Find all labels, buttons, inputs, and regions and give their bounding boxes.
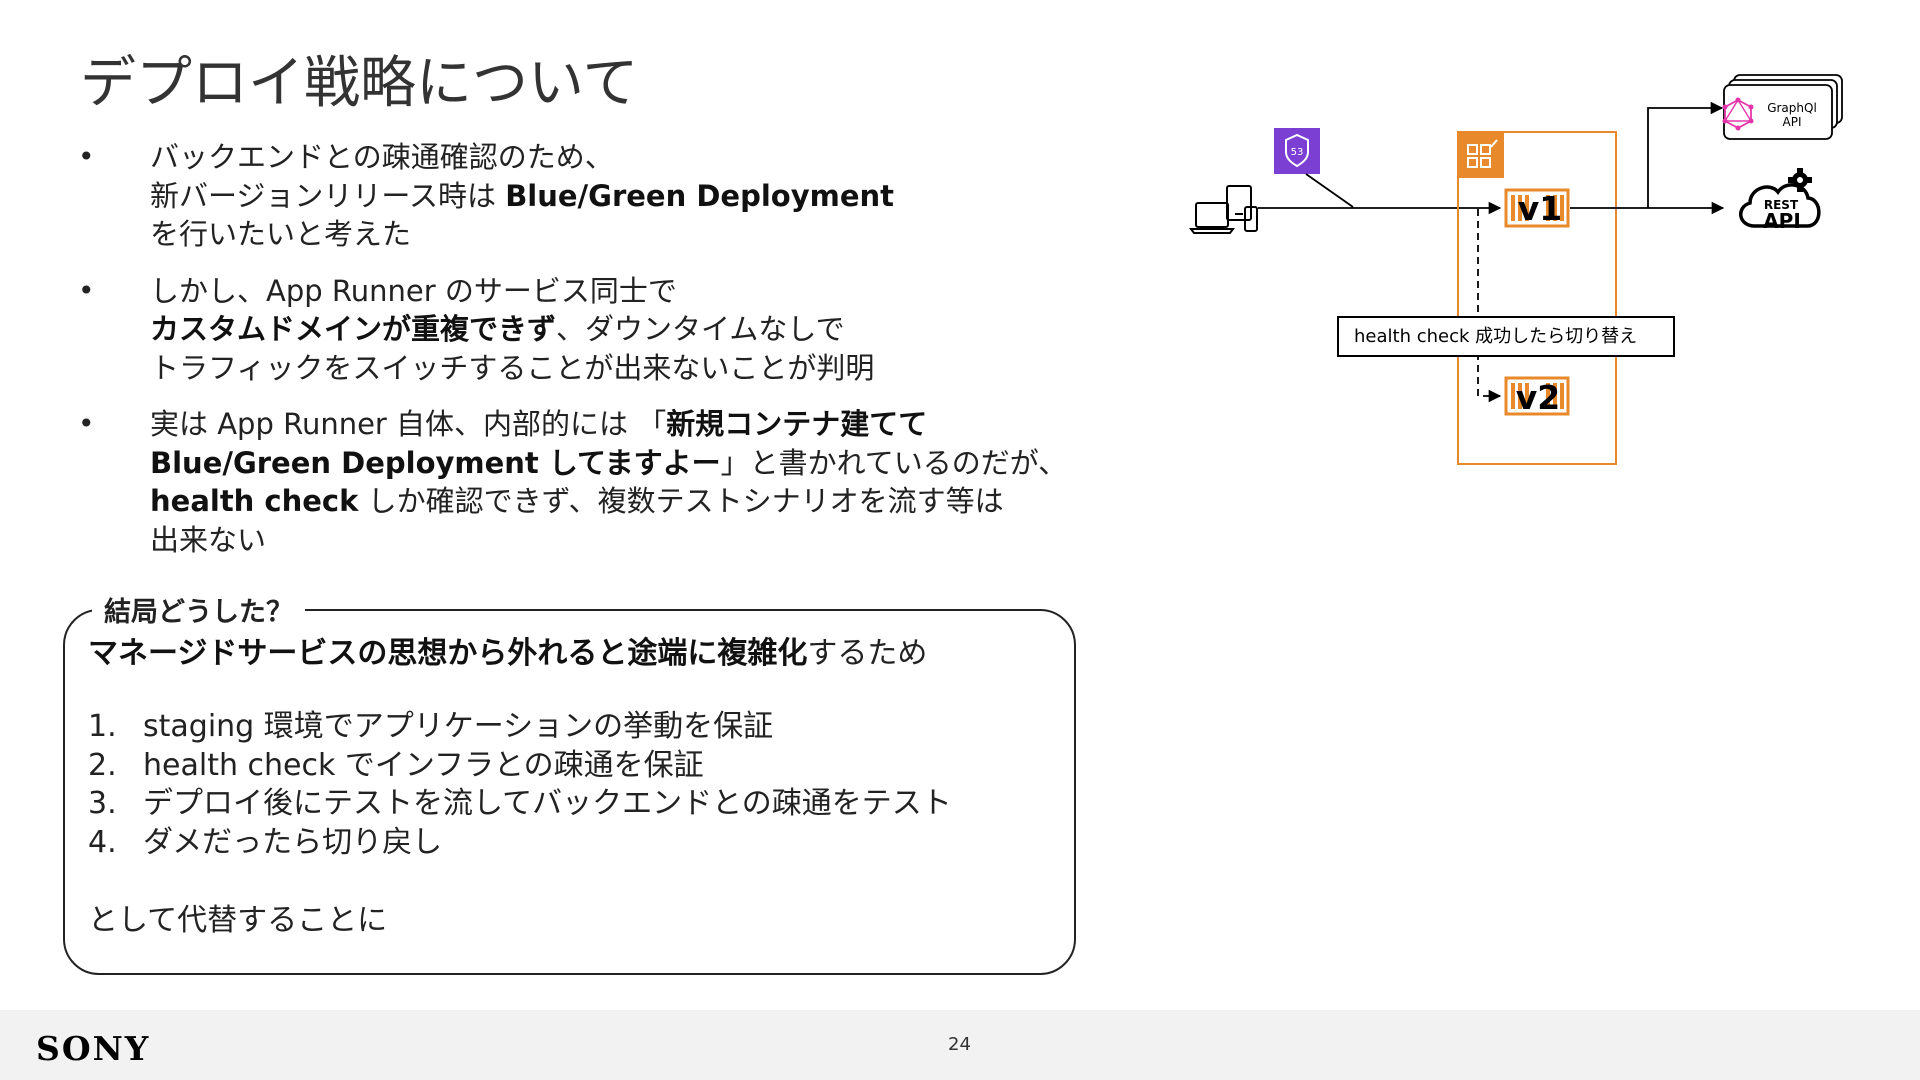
rest-label-line1: REST [1764, 198, 1799, 212]
bullet-text: 出来ない [150, 522, 267, 557]
graphql-label-line1: GraphQl [1767, 101, 1817, 115]
bullet-text: 新バージョンリリース時は [150, 178, 506, 213]
bullet-line: しかし、App Runner のサービス同士で [150, 272, 1098, 311]
bullet-text: 」と書かれているのだが、 [720, 445, 1068, 480]
bullet-text-bold: カスタムドメインが重複できず [150, 312, 557, 346]
route53-icon: 53 [1274, 128, 1320, 174]
step-item: 2. health check でインフラとの疎通を保証 [88, 747, 1068, 786]
bullet-line: 実は App Runner 自体、内部的には 「新規コンテナ建てて [150, 405, 1098, 444]
conclusion-heading-rest: するため [807, 636, 928, 671]
graphql-api-icon: GraphQl API [1722, 74, 1843, 140]
slide-title: デプロイ戦略について [80, 51, 639, 116]
bullet-list: • バックエンドとの疎通確認のため、新バージョンリリース時は Blue/Green… [78, 138, 1098, 577]
bullet-line: health check しか確認できず、複数テストシナリオを流す等は [150, 482, 1098, 521]
route53-label: 53 [1291, 147, 1304, 158]
bullet-line: 出来ない [150, 521, 1098, 560]
step-number: 4. [88, 824, 117, 860]
client-devices-icon [1189, 185, 1258, 234]
bullet-text: 、ダウンタイムなしで [556, 312, 845, 346]
health-check-label: health check 成功したら切り替え [1354, 326, 1637, 347]
conclusion-box [63, 609, 1076, 975]
step-item: 3. デプロイ後にテストを流してバックエンドとの疎通をテスト [88, 785, 1068, 824]
bullet-line: トラフィックをスイッチすることが出来ないことが判明 [150, 349, 1098, 388]
step-number: 2. [88, 747, 117, 783]
bullet-text: しかし、App Runner のサービス同士で [150, 273, 677, 308]
bullet-text: しか確認できず、複数テストシナリオを流す等は [358, 484, 1004, 518]
app-runner-icon [1458, 132, 1504, 178]
bullet-text-bold: Blue/Green Deployment してますよー [150, 445, 721, 480]
bullet-text-bold: 新規コンテナ建てて [666, 407, 928, 441]
step-text: staging 環境でアプリケーションの挙動を保証 [143, 709, 774, 744]
graphql-label-line2: API [1783, 115, 1802, 129]
conclusion-legend: 結局どうした？ [92, 590, 305, 629]
bullet-item: • しかし、App Runner のサービス同士でカスタムドメインが重複できず、ダ… [78, 272, 1098, 388]
step-item: 1. staging 環境でアプリケーションの挙動を保証 [88, 708, 1068, 747]
app-runner-group [1457, 131, 1617, 465]
bullet-text-bold: Blue/Green Deployment [505, 178, 894, 213]
bullet-text: バックエンドとの疎通確認のため、 [150, 140, 614, 174]
conclusion-footer: として代替することに [88, 903, 388, 938]
conclusion-heading: マネージドサービスの思想から外れると途端に複雑化するため [88, 634, 1068, 674]
rest-api-icon: REST API [1739, 168, 1821, 233]
step-text: ダメだったら切り戻し [143, 824, 443, 860]
bullet-text: を行いたいと考えた [150, 217, 412, 251]
step-text: デプロイ後にテストを流してバックエンドとの疎通をテスト [143, 786, 952, 821]
health-check-callout: health check 成功したら切り替え [1337, 316, 1675, 357]
sony-logo: SONY [36, 1029, 151, 1068]
v2-label: v2 [1516, 378, 1560, 417]
step-number: 1. [88, 709, 117, 744]
page-number: 24 [948, 1034, 971, 1055]
container-v1: v1 [1504, 188, 1570, 228]
bullet-item: • バックエンドとの疎通確認のため、新バージョンリリース時は Blue/Green… [78, 138, 1098, 254]
v1-label: v1 [1518, 189, 1562, 228]
conclusion-heading-bold: マネージドサービスの思想から外れると途端に複雑化 [88, 636, 808, 671]
bullet-line: を行いたいと考えた [150, 215, 1098, 254]
bullet-text: 実は App Runner 自体、内部的には 「 [150, 407, 667, 441]
bullet-line: 新バージョンリリース時は Blue/Green Deployment [150, 177, 1098, 216]
footer-bar [0, 1010, 1920, 1080]
bullet-line: カスタムドメインが重複できず、ダウンタイムなしで [150, 310, 1098, 349]
conclusion-content: マネージドサービスの思想から外れると途端に複雑化するため 1. staging 環… [88, 634, 1068, 941]
rest-label-line2: API [1763, 209, 1801, 233]
bullet-line: Blue/Green Deployment してますよー」と書かれているのだが、 [150, 444, 1098, 483]
bullet-line: バックエンドとの疎通確認のため、 [150, 138, 1098, 177]
step-number: 3. [88, 786, 117, 821]
step-list: 1. staging 環境でアプリケーションの挙動を保証 2. health che… [88, 708, 1068, 862]
bullet-marker: • [78, 140, 95, 173]
step-item: 4. ダメだったら切り戻し [88, 824, 1068, 863]
architecture-diagram: 53 v1 v2 health check 成 [1189, 74, 1843, 465]
bullet-marker: • [78, 273, 95, 307]
bullet-text-bold: health check [150, 484, 359, 518]
bullet-marker: • [78, 407, 95, 440]
container-v2: v2 [1504, 376, 1570, 417]
bullet-text: トラフィックをスイッチすることが出来ないことが判明 [150, 350, 875, 385]
step-text: health check でインフラとの疎通を保証 [143, 747, 704, 783]
